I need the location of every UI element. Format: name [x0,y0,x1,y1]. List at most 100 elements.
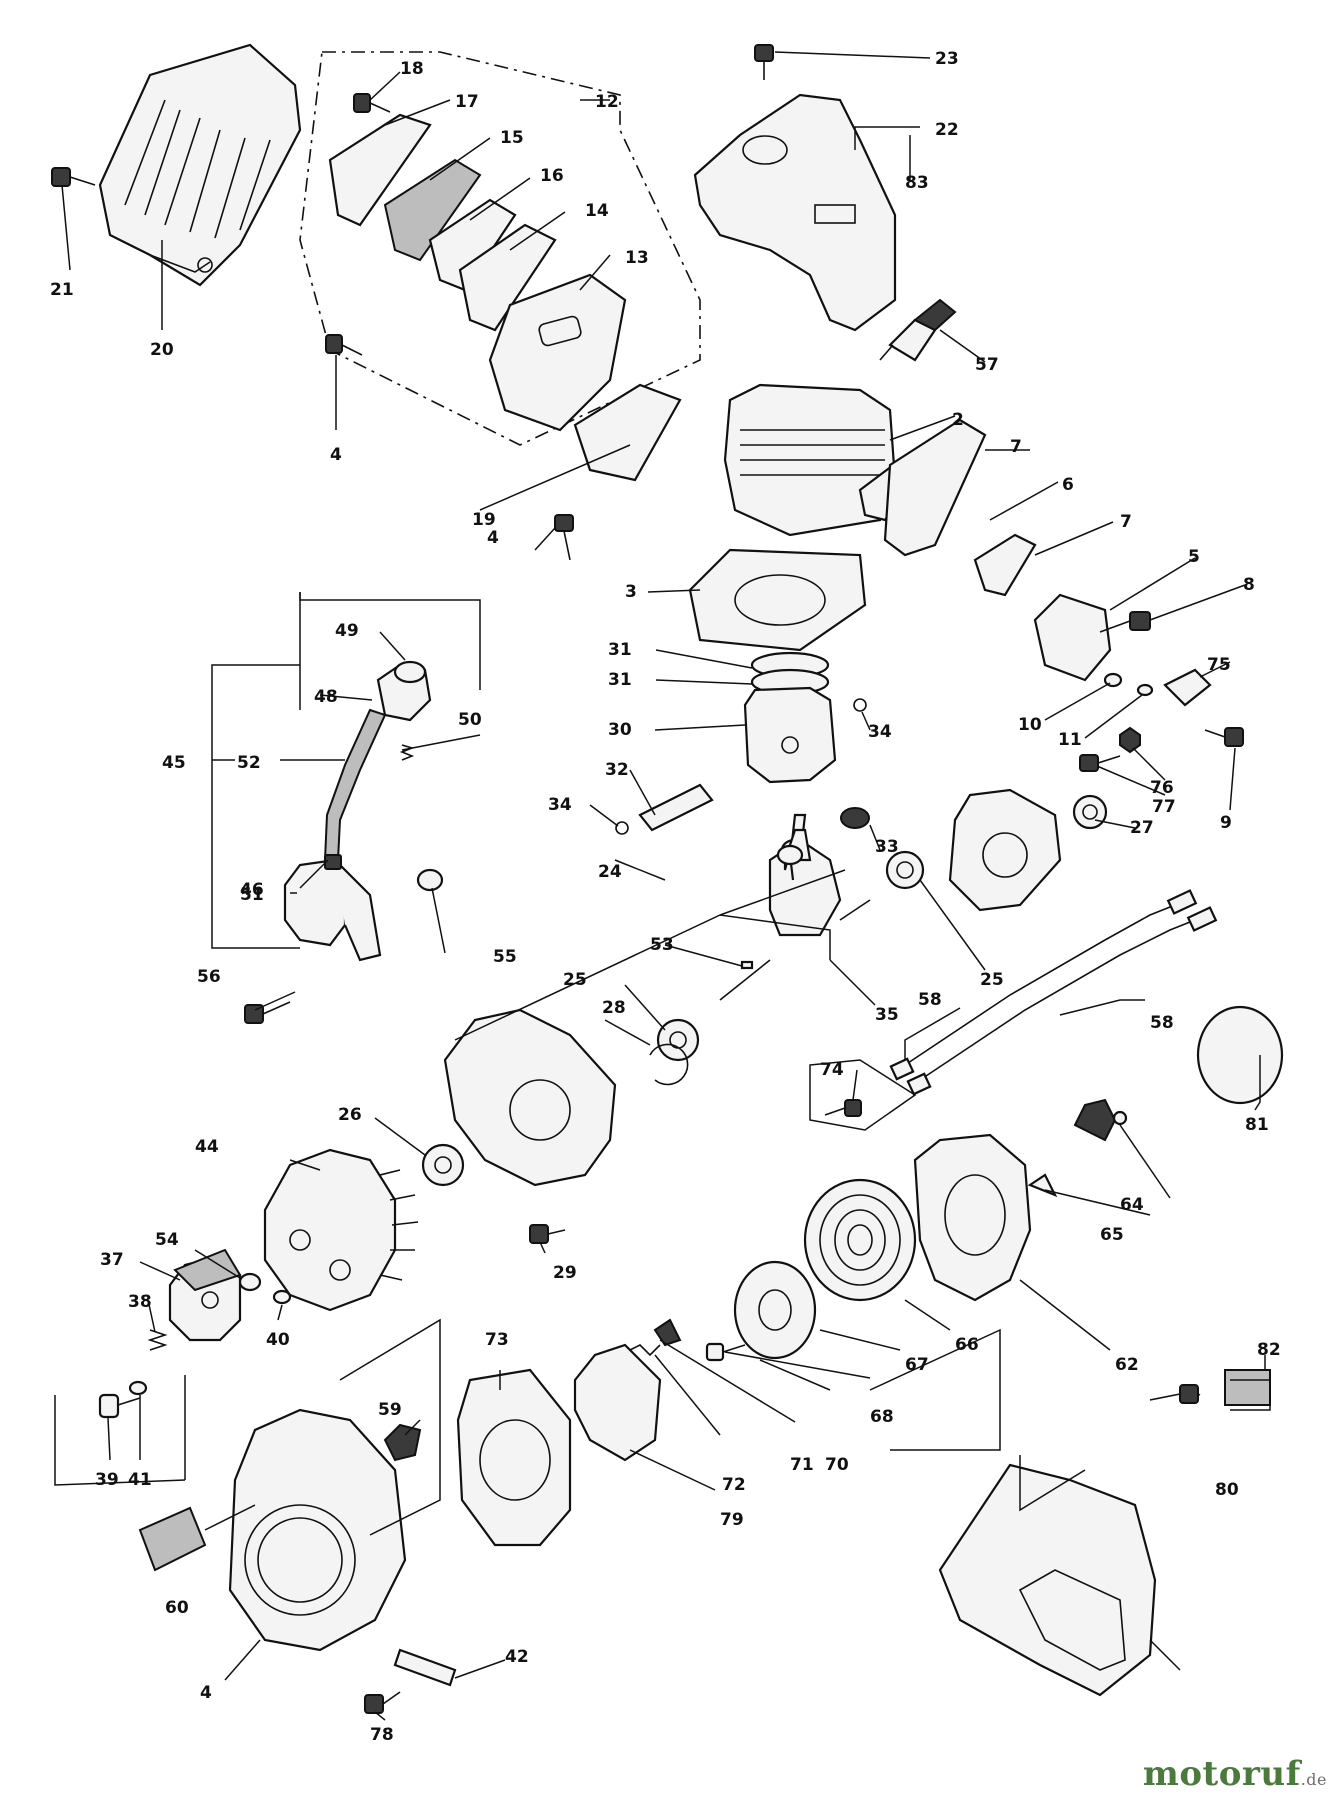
watermark-text: motoruf [1142,1754,1301,1794]
callout: 62 [1115,1355,1139,1375]
crankcase-half-part [948,788,1062,912]
callout: 65 [1100,1225,1124,1245]
callout: 19 [472,510,496,530]
washer-11-part [1136,683,1154,697]
muffler-assembly-group-outline [299,51,701,446]
recoil-spring-66-part [803,1178,917,1302]
cable-58-part [904,904,1176,1066]
pin-60-part [393,1648,457,1687]
starter-grip-64-part [1073,1098,1128,1142]
callout: 14 [585,201,609,221]
callout: 31 [608,640,632,660]
callout: 72 [722,1475,746,1495]
callout: 17 [455,92,479,112]
plate-73-part [456,1368,572,1547]
bearing-25-part [885,850,925,890]
piston-30-part [743,686,837,784]
pulley-67-part [733,1260,817,1360]
baffle-14-part [458,223,557,332]
callout: 21 [50,280,74,300]
callout: 34 [868,722,892,742]
callout: 79 [720,1510,744,1530]
callout: 35 [875,1005,899,1025]
callout: 45 [162,753,186,773]
callout: 48 [314,687,338,707]
base-gasket-3-part [688,548,867,652]
callout: 31 [608,670,632,690]
callout: 27 [1130,818,1154,838]
cable-58b-part [919,919,1196,1081]
callout: 15 [500,128,524,148]
rope-guide-65-part [1027,1173,1058,1198]
screw-77-part [1079,754,1121,772]
callout: 28 [602,998,626,1018]
gasket-7b-part [973,533,1037,597]
callout-numbers: 18 17 12 15 16 14 13 21 20 4 19 23 22 83… [50,49,1281,1745]
watermark-suffix: .de [1300,1770,1327,1789]
callout: 32 [605,760,629,780]
callout: 4 [330,445,342,465]
callout: 82 [1257,1340,1281,1360]
callout: 46 [240,880,264,900]
ignition-coil-46-part [283,854,382,962]
callout: 30 [608,720,632,740]
bushing-59-part [383,1423,422,1462]
callout: 40 [266,1330,290,1350]
site-watermark: motoruf.de [1143,1754,1327,1794]
callout: 8 [1243,575,1255,595]
callout: 68 [870,1407,894,1427]
connecting-rod-part [776,828,812,866]
gasket-19-part [573,383,682,482]
spring-38-part [147,1329,168,1351]
callout: 58 [918,990,942,1010]
callout: 33 [875,837,899,857]
callout: 5 [1188,547,1200,567]
screw-4c-part [364,1691,401,1714]
callout: 10 [1018,715,1042,735]
fan-housing-42-part [228,1408,407,1652]
callout: 74 [820,1060,844,1080]
callout: 37 [100,1250,124,1270]
callout: 56 [197,967,221,987]
callout: 42 [505,1647,529,1667]
callout: 77 [1152,797,1176,817]
callout: 16 [540,166,564,186]
spark-screen-15-part [383,158,482,262]
callout: 38 [128,1292,152,1312]
leader-lines [61,51,1266,1721]
guard-78-part [938,1463,1157,1697]
callout: 59 [378,1400,402,1420]
screw-56-part [244,1001,291,1024]
callout: 55 [493,947,517,967]
screw-23-part [754,44,774,80]
screw-8-part [1099,611,1151,633]
callout: 78 [370,1725,394,1745]
heat-insulator-6-part [883,418,987,557]
callout: 57 [975,355,999,375]
callout: 11 [1058,730,1082,750]
label-80-part [138,1506,207,1572]
cylinder-cover-22-part [693,93,897,332]
callout: 12 [595,92,619,112]
callout: 58 [1150,1013,1174,1033]
label-82-part [1224,1369,1271,1406]
washer-41-part [128,1380,148,1396]
muffler-body-13-part [488,273,627,432]
callout: 71 [790,1455,814,1475]
pawl-housing-72-part [573,1343,662,1462]
screw-18-part [353,93,391,113]
callout: 41 [128,1470,152,1490]
callout: 26 [338,1105,362,1125]
clip-34b-part [615,821,629,835]
bearing-27-part [1072,794,1108,830]
recoil-housing-62-part [913,1133,1032,1302]
ignition-lead-52-part [323,708,387,861]
plate-17-part [328,113,432,227]
screw-79-part [1149,1384,1199,1404]
muffler-cover-part [98,43,302,287]
screw-29-part [529,1224,566,1244]
callout: 13 [625,248,649,268]
screw-74-part [824,1099,862,1117]
callout: 73 [485,1330,509,1350]
